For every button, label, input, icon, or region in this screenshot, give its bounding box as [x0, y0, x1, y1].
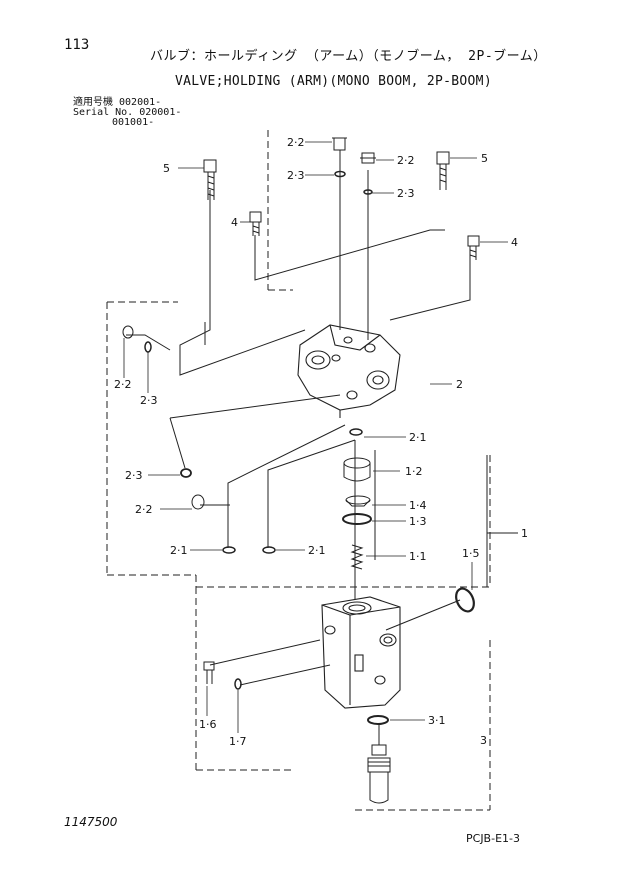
bolt-5-left [203, 159, 217, 200]
callout-labels: 2·2 2·3 2·2 2·3 5 5 4 4 2·2 2·3 2 2·1 2·… [114, 136, 528, 748]
serial-line-2: Serial No. 020001- [73, 107, 182, 118]
callout-2-1-right: 2·1 [308, 544, 326, 557]
callout-2-2-top: 2·2 [287, 136, 305, 149]
bolt-4-right [467, 235, 480, 260]
valve-body-1 [321, 596, 401, 709]
callout-1-7: 1·7 [229, 735, 247, 748]
seat-1-4 [345, 495, 371, 507]
item-1-bracket [486, 455, 518, 587]
poppet-1-2 [343, 457, 371, 482]
o-ring-2-1-left [222, 546, 236, 554]
o-ring-2-3-side [144, 341, 152, 353]
callout-4-left: 4 [231, 216, 238, 229]
bolt-5-right [436, 151, 450, 190]
o-ring-1-7 [234, 678, 242, 690]
callout-1-1: 1·1 [409, 550, 427, 563]
o-ring-2-1-right [262, 546, 276, 554]
callout-3-1: 3·1 [428, 714, 446, 727]
bolt-1-6 [203, 661, 215, 684]
o-ring-1-3 [342, 513, 372, 525]
plug-2-2-top [332, 137, 347, 151]
callout-2-2-right: 2·2 [397, 154, 415, 167]
assembly-lines [126, 150, 471, 686]
bolt-4-left [249, 211, 262, 236]
group-2-boundary [106, 130, 491, 588]
valve-housing-2 [297, 324, 401, 418]
callout-5-left: 5 [163, 162, 170, 175]
callout-1: 1 [521, 527, 528, 540]
callout-4-right: 4 [511, 236, 518, 249]
plug-2-2-right [360, 152, 376, 164]
callout-3: 3 [480, 734, 487, 747]
callout-1-6: 1·6 [199, 718, 217, 731]
callout-1-2: 1·2 [405, 465, 423, 478]
callout-2-3-top: 2·3 [287, 169, 305, 182]
spring-1-1 [350, 544, 364, 570]
callout-2-1-left: 2·1 [170, 544, 188, 557]
figure-number: 1147500 [64, 815, 118, 829]
page-title-japanese: バルブ：ホールディング （アーム）（モノブーム， 2P-ブーム） [150, 49, 547, 64]
o-ring-3-1 [367, 715, 389, 725]
callout-2-3-right: 2·3 [397, 187, 415, 200]
o-ring-1-5 [455, 587, 475, 613]
serial-line-3: 001001- [112, 117, 155, 128]
callout-2-2-side: 2·2 [114, 378, 132, 391]
o-ring-2-3-right [363, 189, 373, 195]
page-code: PCJB-E1-3 [466, 832, 520, 845]
plug-2-2-lower [191, 494, 205, 510]
callout-2-3-lower: 2·3 [125, 469, 143, 482]
serial-line-1: 適用号機 002001- [73, 97, 162, 108]
group-3-boundary [195, 587, 491, 811]
plug-2-2-side [122, 325, 134, 339]
callout-1-3: 1·3 [409, 515, 427, 528]
o-ring-2-3-lower [180, 468, 192, 478]
page-title-english: VALVE;HOLDING (ARM)(MONO BOOM, 2P-BOOM) [175, 74, 492, 89]
callout-2-2-lower: 2·2 [135, 503, 153, 516]
callout-1-4: 1·4 [409, 499, 427, 512]
o-ring-2-1-upper [349, 428, 363, 436]
callout-5-right: 5 [481, 152, 488, 165]
o-ring-2-3-top [334, 170, 346, 178]
page-number: 113 [64, 37, 90, 53]
callout-1-5: 1·5 [462, 547, 480, 560]
callout-2-3-side: 2·3 [140, 394, 158, 407]
callout-2: 2 [456, 378, 463, 391]
leader-lines [123, 141, 508, 733]
callout-2-1-upper: 2·1 [409, 431, 427, 444]
check-valve-3 [367, 725, 391, 804]
